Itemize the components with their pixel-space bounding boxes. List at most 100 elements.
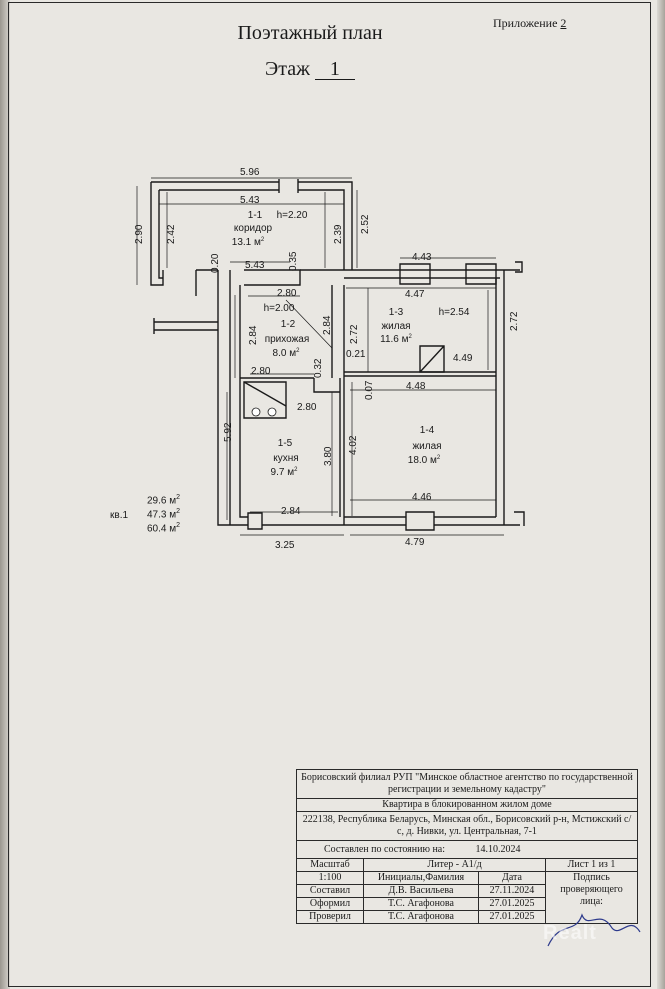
dim-room4-left: 4.02	[348, 435, 359, 455]
room-code: 1-5	[278, 438, 293, 449]
room3-top-wall	[300, 269, 520, 279]
dim-kitchen-side: 3.80	[323, 446, 334, 466]
room-name: жилая	[381, 321, 410, 332]
dim-room3-bottom: 4.48	[406, 381, 426, 392]
room4-right-wall	[495, 270, 505, 525]
room-area: 8.0 м2	[273, 348, 301, 359]
room-height: h=2.54	[439, 307, 470, 318]
room-1-2: h=2.00 1-2 прихожая 8.0 м2	[264, 303, 310, 359]
dimension-lines	[136, 177, 504, 536]
dim-right-outer: 2.52	[360, 214, 371, 234]
apartment-label: кв.1	[110, 510, 129, 521]
appendix-number: 2	[560, 16, 567, 30]
room-1-5: 1-5 кухня 9.7 м2	[271, 438, 299, 478]
room-1-1: 1-1 h=2.20 коридор 13.1 м2	[232, 210, 308, 248]
plan-walls	[150, 179, 525, 531]
corridor-window	[278, 179, 299, 193]
dim-wall-021: 0.21	[346, 349, 366, 360]
burner-icon	[267, 407, 277, 417]
room-area: 18.0 м2	[408, 455, 441, 466]
organization-name: Борисовский филиал РУП "Минское областно…	[296, 769, 638, 799]
dim-room3-left: 2.72	[349, 324, 360, 344]
dim-room3-top-inner: 4.47	[405, 289, 425, 300]
room-area: 9.7 м2	[271, 467, 299, 478]
room-1-3: 1-3 h=2.54 жилая 11.6 м2	[380, 307, 470, 345]
entry-door	[153, 318, 218, 334]
dim-top-inner: 5.43	[240, 195, 260, 206]
compiled-label: Составлен по состоянию на:	[324, 843, 446, 855]
dim-wall-035: 0.35	[288, 251, 299, 271]
dim-left-inner: 2.42	[166, 224, 177, 244]
corridor-left-wall	[150, 182, 164, 286]
corridor-outer-wall	[151, 181, 353, 270]
room-name: коридор	[234, 223, 273, 234]
room-code: 1-4	[420, 425, 435, 436]
dim-room3-right: 2.72	[509, 311, 520, 331]
living-area: 29.6 м2	[147, 494, 181, 507]
room-name: жилая	[412, 441, 441, 452]
dim-kitchen-top: 2.80	[297, 402, 317, 413]
dim-right-inner: 2.39	[333, 224, 344, 244]
signature-row: Проверил Т.С. Агафонова 27.01.2025	[296, 910, 638, 924]
date-header: Дата	[478, 871, 546, 885]
page-title: Поэтажный план	[237, 22, 383, 44]
scale-value: 1:100	[296, 871, 364, 885]
watermark-logo: Realt	[543, 922, 597, 944]
dim-hall-bottom: 2.80	[251, 366, 271, 377]
dim-wall-020: 0.20	[210, 253, 221, 273]
dim-hall-top: 2.80	[277, 288, 297, 299]
heater-unit	[419, 345, 445, 373]
burner-icon	[251, 407, 261, 417]
compiled-row: Составлен по состоянию на: 14.10.2024	[296, 840, 638, 859]
dim-left-house: 5.92	[223, 422, 234, 442]
dim-hall-left: 2.84	[248, 325, 259, 345]
floor-label: Этаж 1	[265, 58, 355, 81]
corridor-inner-wall	[159, 189, 345, 270]
signature-cell: Подпись проверяющего лица:	[545, 871, 638, 924]
hall-kitchen-partition	[240, 377, 340, 393]
room-1-4: 1-4 жилая 18.0 м2	[408, 425, 442, 466]
kitchen-stove	[243, 381, 287, 419]
room3-windows	[399, 263, 497, 285]
appendix-label: Приложение 2	[493, 16, 567, 30]
room-area: 11.6 м2	[380, 334, 412, 345]
signature-row: Составил Д.В. Васильева 27.11.2024	[296, 884, 638, 898]
sheet-number: Лист 1 из 1	[545, 858, 638, 872]
dim-corridor-bottom: 5.43	[245, 260, 265, 271]
room-code: 1-3	[389, 307, 404, 318]
room4-window	[405, 511, 435, 531]
page-edge-shadow	[0, 0, 10, 989]
kitchen-window	[247, 512, 263, 530]
room-height: h=2.00	[264, 303, 295, 314]
room-height: h=2.20	[277, 210, 308, 221]
room-area: 13.1 м2	[232, 237, 265, 248]
dim-room4-bottom-outer: 4.79	[405, 537, 425, 548]
kitchen-left-wall	[217, 270, 344, 526]
total-area: 47.3 м2	[147, 508, 181, 521]
dim-room3-top-outer: 4.43	[412, 252, 432, 263]
address: 222138, Республика Беларусь, Минская обл…	[296, 811, 638, 841]
overall-area: 60.4 м2	[147, 522, 181, 535]
signature-row: Оформил Т.С. Агафонова 27.01.2025	[296, 897, 638, 911]
room-name: прихожая	[265, 334, 310, 345]
dim-top-outer: 5.96	[240, 167, 260, 178]
room4-bottom-wall	[344, 516, 520, 526]
scale-label: Масштаб	[296, 858, 364, 872]
room-name: кухня	[273, 453, 298, 464]
dim-room4-bottom-inner: 4.46	[412, 492, 432, 503]
dim-bottom-left: 3.25	[275, 540, 295, 551]
liter: Литер - А1/д	[363, 858, 546, 872]
dim-hall-right: 2.84	[322, 315, 333, 335]
room-code: 1-2	[281, 319, 296, 330]
dim-room3-side-right: 4.49	[453, 353, 473, 364]
initials-header: Инициалы,Фамилия	[363, 871, 479, 885]
compiled-date: 14.10.2024	[475, 843, 521, 855]
page-edge-shadow	[657, 0, 665, 989]
hall-right-wall	[331, 285, 345, 517]
title-block: Борисовский филиал РУП "Минское областно…	[296, 769, 638, 924]
dim-left-outer: 2.90	[134, 224, 145, 244]
dim-wall-032: 0.32	[313, 358, 324, 378]
page-frame	[8, 2, 651, 987]
